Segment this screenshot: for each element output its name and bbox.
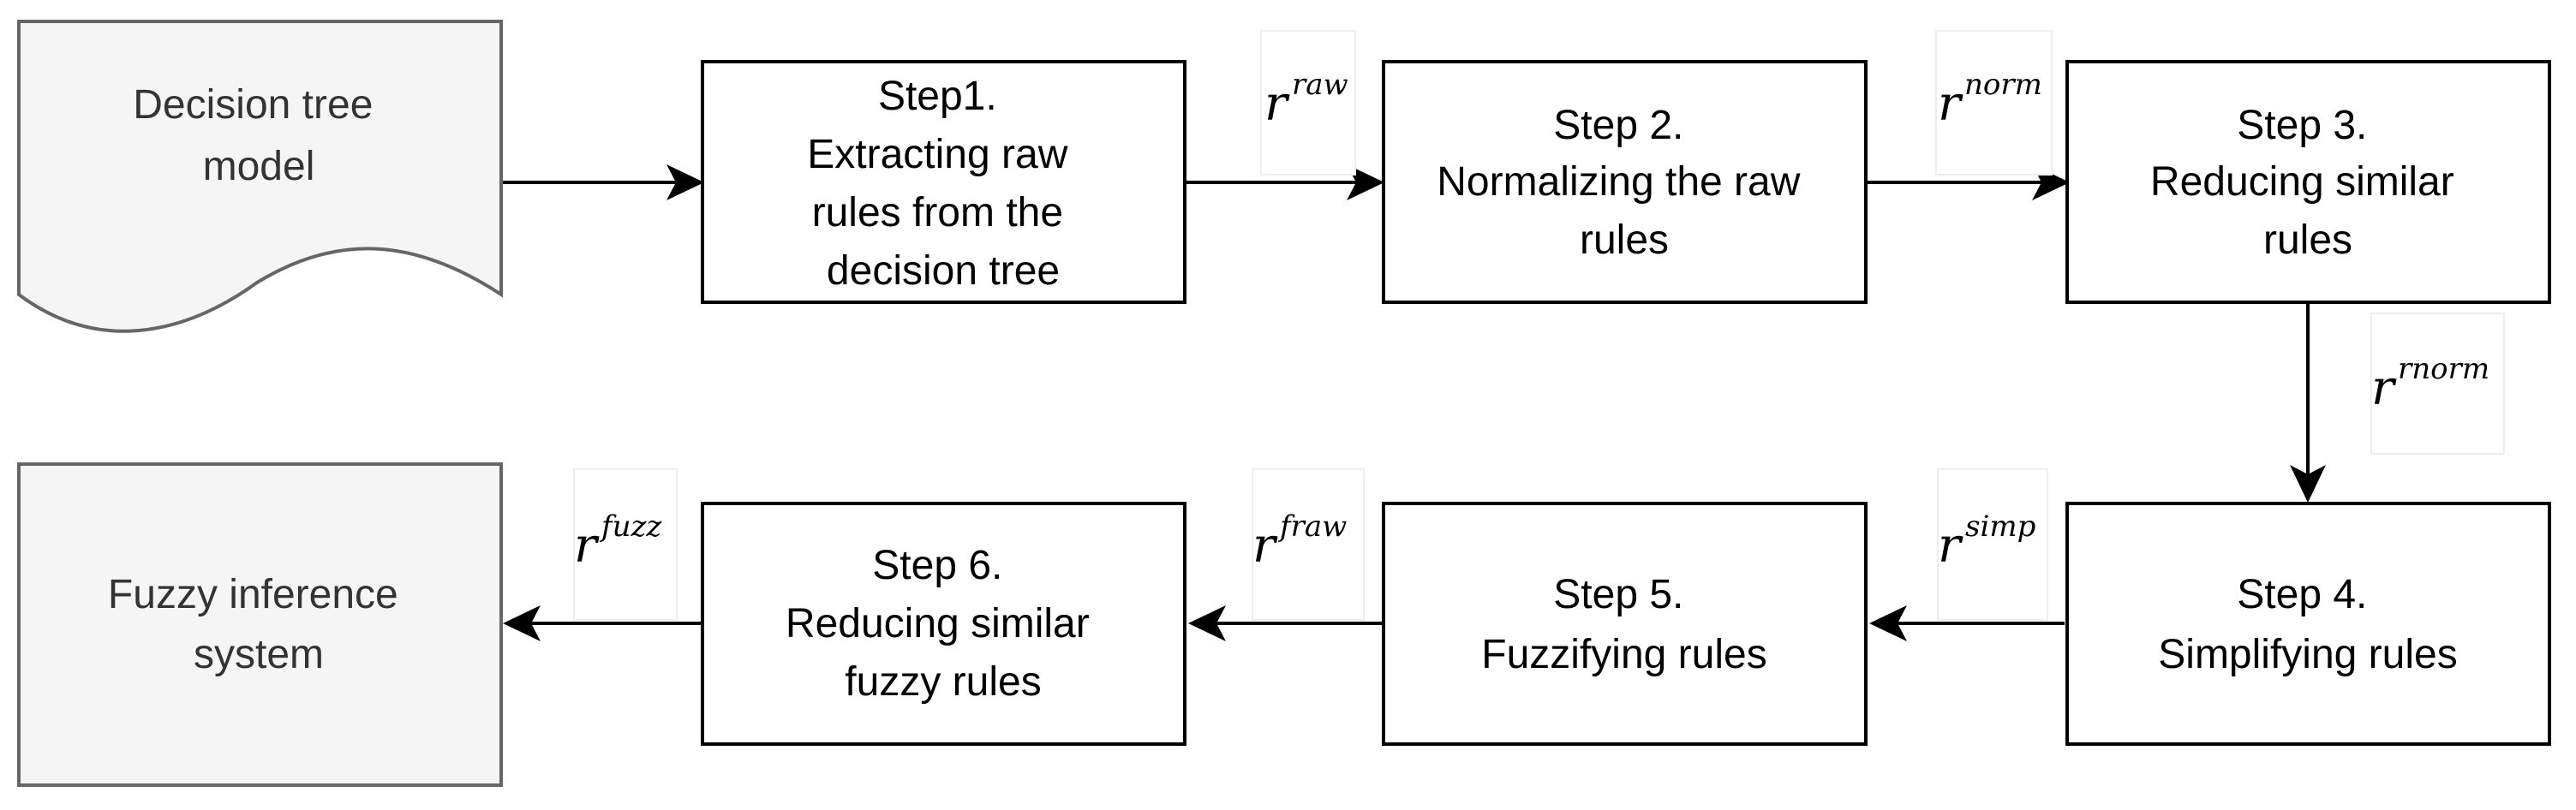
step3-label: Step 3. Reducing similar rules bbox=[2150, 103, 2465, 263]
step6-box bbox=[701, 502, 1186, 746]
step6-node: Step 6. Reducing similar fuzzy rules bbox=[701, 502, 1186, 746]
step2-label: Step 2. Normalizing the raw rules bbox=[1437, 103, 1812, 263]
decision-tree-label: Decision tree model bbox=[133, 82, 384, 189]
arrowhead-step5-to-step6 bbox=[1188, 605, 1226, 641]
fis-box bbox=[17, 462, 503, 787]
svg-text:r: r bbox=[1938, 76, 1963, 132]
svg-text:r: r bbox=[1252, 518, 1278, 574]
step4-node: Step 4. Simplifying rules bbox=[2065, 502, 2551, 746]
step1-label: Step1. Extracting raw rules from the dec… bbox=[807, 74, 1079, 294]
step5-box bbox=[1382, 502, 1868, 746]
arrowhead-step4-to-step5 bbox=[1869, 605, 1907, 641]
step3-node: Step 3. Reducing similar rules bbox=[2065, 60, 2551, 304]
edge-label-r-rnorm: r rnorm bbox=[2370, 313, 2505, 455]
document-shape bbox=[17, 20, 503, 333]
svg-text:r: r bbox=[1264, 76, 1290, 132]
edge-label-r-simp: r simp bbox=[1937, 468, 2048, 621]
svg-text:simp: simp bbox=[1965, 509, 2035, 544]
step5-node: Step 5. Fuzzifying rules bbox=[1382, 502, 1868, 746]
step2-box bbox=[1382, 60, 1868, 304]
arrowhead-step3-to-step4 bbox=[2290, 465, 2326, 503]
edge-label-r-raw: r raw bbox=[1260, 30, 1356, 176]
svg-text:r: r bbox=[2371, 360, 2397, 416]
edge-label-r-fuzz: r fuzz bbox=[573, 468, 678, 621]
arrowhead-tree-to-step1 bbox=[666, 164, 704, 200]
step6-label: Step 6. Reducing similar fuzzy rules bbox=[786, 543, 1101, 705]
step4-box bbox=[2065, 502, 2551, 746]
step5-label: Step 5. Fuzzifying rules bbox=[1481, 572, 1766, 677]
step4-label: Step 4. Simplifying rules bbox=[2158, 572, 2457, 677]
step3-box bbox=[2065, 60, 2551, 304]
fis-label: Fuzzy inference system bbox=[108, 572, 409, 677]
arrowhead-step6-to-fis bbox=[503, 605, 541, 641]
svg-text:fuzz: fuzz bbox=[599, 509, 662, 544]
step2-node: Step 2. Normalizing the raw rules bbox=[1382, 60, 1868, 304]
svg-text:norm: norm bbox=[1964, 68, 2042, 102]
svg-text:fraw: fraw bbox=[1277, 509, 1347, 544]
decision-tree-node: Decision tree model bbox=[17, 20, 503, 333]
svg-text:r: r bbox=[1938, 518, 1963, 574]
fuzzy-inference-node: Fuzzy inference system bbox=[17, 462, 503, 787]
edge-label-r-norm: r norm bbox=[1935, 30, 2053, 176]
svg-text:rnorm: rnorm bbox=[2398, 352, 2489, 386]
svg-text:raw: raw bbox=[1292, 68, 1348, 102]
svg-text:r: r bbox=[574, 518, 600, 574]
step1-node: Step1. Extracting raw rules from the dec… bbox=[701, 60, 1186, 304]
edge-label-r-fraw: r fraw bbox=[1252, 468, 1365, 621]
step1-box bbox=[701, 60, 1186, 304]
